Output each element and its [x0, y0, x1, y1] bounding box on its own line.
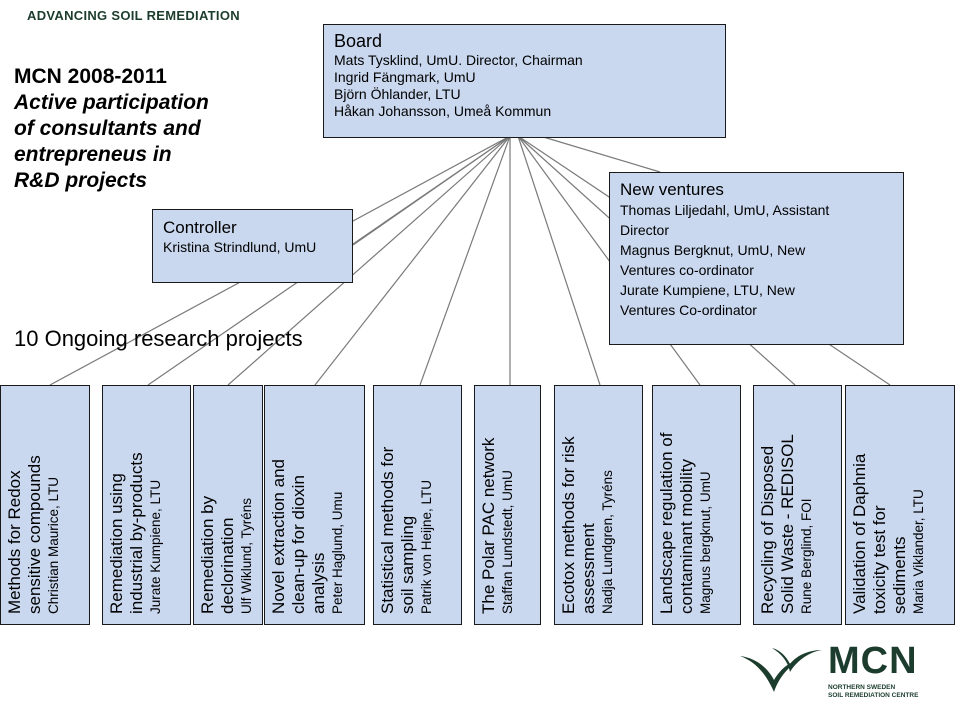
headline-subtitle-line: Active participation — [14, 91, 209, 114]
header-logo: ADVANCING SOIL REMEDIATION — [27, 8, 240, 23]
project-person: Ulf Wiklund, Tyréns — [239, 497, 254, 614]
project-person: Staffan Lundstedt, UmU — [500, 470, 515, 614]
project-box-dioxin: Novel extraction and clean-up for dioxin… — [264, 385, 365, 625]
board-title: Board — [334, 31, 383, 51]
new-ventures-line: Magnus Bergknut, UmU, New — [620, 242, 806, 258]
controller-person: Kristina Strindlund, UmU — [163, 239, 317, 255]
project-box-polar-pac: The Polar PAC network Staffan Lundstedt,… — [474, 385, 541, 625]
headline-title: MCN 2008-2011 — [14, 65, 167, 88]
connector-project-5 — [419, 135, 511, 386]
new-ventures-title: New ventures — [620, 180, 724, 199]
project-title: sensitive compounds — [25, 455, 44, 614]
project-box-declorination: Remediation by declorination Ulf Wiklund… — [193, 385, 263, 625]
project-title: Novel extraction and — [269, 459, 288, 614]
project-person: Rune Berglind, FOI — [799, 498, 814, 614]
project-box-landscape: Landscape regulation of contaminant mobi… — [652, 385, 741, 625]
project-box-statistical: Statistical methods for soil sampling Pa… — [373, 385, 462, 625]
mcn-leaf-icon — [740, 648, 822, 692]
board-ventures-connector — [539, 135, 661, 173]
project-box-ecotox: Ecotox methods for risk assessment Nadja… — [554, 385, 643, 625]
controller-title: Controller — [163, 218, 237, 237]
new-ventures-box: New ventures Thomas Liljedahl, UmU, Assi… — [609, 172, 904, 345]
new-ventures-line: Ventures Co-ordinator — [620, 302, 757, 318]
controller-box: Controller Kristina Strindlund, UmU — [152, 209, 353, 283]
headline-subtitle-line: R&D projects — [14, 169, 148, 192]
new-ventures-line: Jurate Kumpiene, LTU, New — [620, 282, 795, 298]
project-title: declorination — [218, 517, 237, 614]
project-title: Methods for Redox — [5, 470, 24, 614]
project-title: Validation of Daphnia — [850, 453, 869, 614]
mcn-logo-tagline: NORTHERN SWEDEN SOIL REMEDIATION CENTRE — [828, 684, 948, 699]
connector-project-7 — [517, 135, 601, 386]
project-box-redisol: Recycling of Disposed Solid Waste - REDI… — [753, 385, 842, 625]
project-title: analysis — [309, 552, 328, 614]
project-title: soil sampling — [398, 515, 417, 614]
project-title: industrial by-products — [127, 452, 146, 614]
project-title: Ecotox methods for risk — [559, 436, 578, 614]
project-person: Nadja Lundgren, Tyréns — [600, 470, 615, 614]
tagline-line: NORTHERN SWEDEN — [828, 684, 896, 691]
project-title: clean-up for dioxin — [289, 475, 308, 614]
project-person: Maria Viklander, LTU — [911, 489, 926, 614]
project-title: Solid Waste - REDISOL — [778, 434, 797, 614]
project-box-by-products: Remediation using industrial by-products… — [102, 385, 191, 625]
headline-subtitle-line: of consultants and — [14, 117, 201, 140]
project-title: Statistical methods for — [378, 446, 397, 614]
project-person: Jurate Kumpiene, LTU — [148, 479, 163, 614]
project-title: contaminant mobility — [677, 459, 696, 614]
board-member: Mats Tysklind, UmU. Director, Chairman — [334, 52, 583, 68]
ongoing-projects-label: 10 Ongoing research projects — [14, 326, 303, 351]
project-person: Magnus bergknut, UmU — [698, 471, 713, 614]
board-member: Ingrid Fängmark, UmU — [334, 69, 476, 85]
headline-subtitle-line: entrepreneus in — [14, 143, 172, 166]
project-box-redox: Methods for Redox sensitive compounds Ch… — [0, 385, 90, 625]
project-title: toxicity test for — [870, 505, 889, 614]
project-person: Christian Maurice, LTU — [46, 476, 61, 614]
project-title: sediments — [890, 536, 909, 614]
project-title: Recycling of Disposed — [758, 445, 777, 614]
headline: MCN 2008-2011 Active participation of co… — [14, 64, 254, 194]
project-person: Peter Haglund, Umu — [330, 491, 345, 614]
new-ventures-line: Director — [620, 222, 670, 238]
mcn-logo: MCN NORTHERN SWEDEN SOIL REMEDIATION CEN… — [738, 640, 948, 702]
project-person: Patrik von Heijne, LTU — [419, 479, 434, 614]
tagline-line: SOIL REMEDIATION CENTRE — [828, 691, 919, 699]
project-title: Remediation using — [107, 473, 126, 614]
project-title: Landscape regulation of — [657, 432, 676, 614]
new-ventures-line: Thomas Liljedahl, UmU, Assistant — [620, 202, 830, 218]
project-box-daphnia: Validation of Daphnia toxicity test for … — [845, 385, 955, 625]
mcn-logo-text: MCN — [828, 640, 918, 682]
board-box: Board Mats Tysklind, UmU. Director, Chai… — [323, 24, 726, 138]
project-title: assessment — [579, 523, 598, 614]
board-controller-connector — [352, 135, 511, 246]
new-ventures-line: Ventures co-ordinator — [620, 262, 754, 278]
board-member: Björn Öhlander, LTU — [334, 86, 461, 102]
board-member: Håkan Johansson, Umeå Kommun — [334, 103, 552, 119]
project-title: The Polar PAC network — [479, 437, 498, 614]
project-title: Remediation by — [198, 495, 217, 614]
